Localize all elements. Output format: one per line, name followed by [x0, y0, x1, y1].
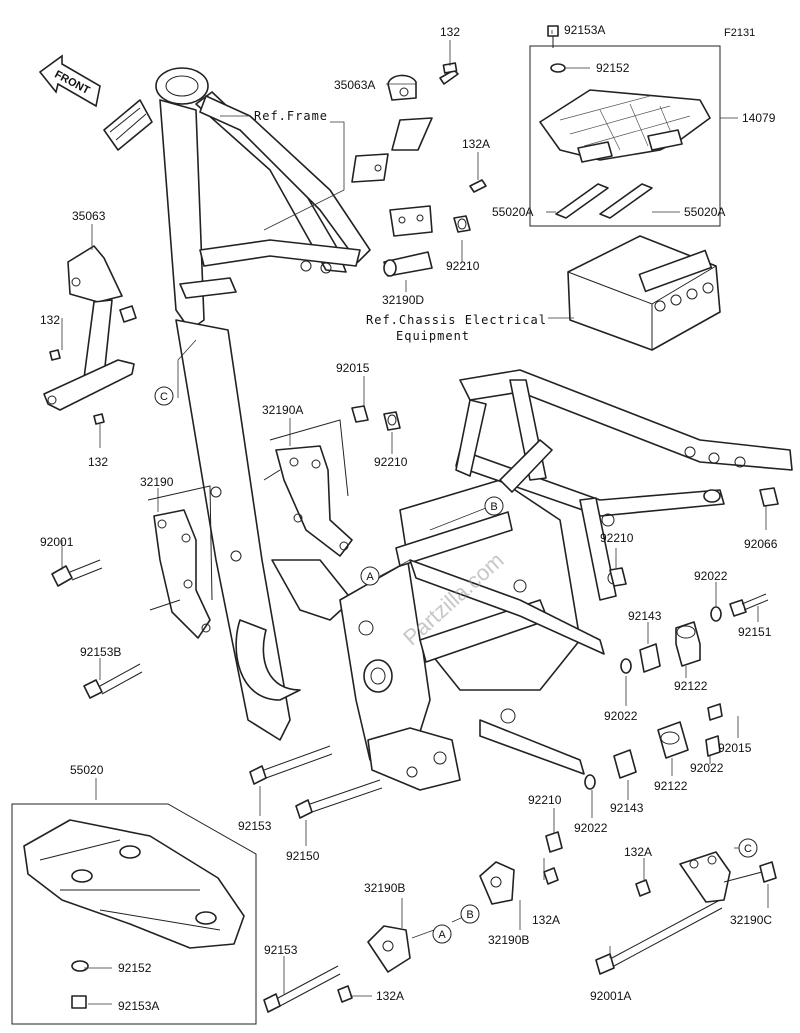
bracket-35063A	[351, 62, 459, 183]
part-label: 32190B	[364, 881, 405, 895]
part-label: 55020	[70, 763, 104, 777]
part-label: 92210	[528, 793, 562, 807]
battery-cover-14079	[529, 25, 721, 227]
marker-b-low: B	[460, 904, 480, 924]
part-label: 92153B	[80, 645, 121, 659]
bracket-32190D	[383, 179, 487, 277]
part-label: 32190C	[730, 913, 772, 927]
pads-55020A	[555, 183, 653, 219]
inset-55020	[11, 803, 257, 1025]
marker-c-low: C	[738, 838, 758, 858]
part-label: 132	[440, 25, 460, 39]
svg-text:A: A	[438, 929, 446, 941]
ref-frame-label: Ref.Frame	[254, 109, 328, 123]
part-label: 92153	[264, 943, 298, 957]
part-label: 132	[40, 313, 60, 327]
ref-chassis-label-2: Equipment	[396, 329, 470, 343]
part-label: 92122	[674, 679, 708, 693]
part-label: 92001A	[590, 989, 631, 1003]
main-frame	[103, 67, 793, 791]
bracket-32190	[51, 485, 213, 699]
part-label: 55020A	[492, 205, 533, 219]
marker-a-low: A	[432, 924, 452, 944]
marker-c-top: C	[154, 386, 174, 406]
part-label: 92153A	[118, 999, 159, 1013]
part-label: 55020A	[684, 205, 725, 219]
leader-lines	[61, 30, 769, 1005]
part-label: 92015	[336, 361, 370, 375]
part-label: 92210	[374, 455, 408, 469]
marker-b-mid: B	[484, 496, 504, 516]
part-label: 14079	[742, 111, 776, 125]
part-label: 132	[88, 455, 108, 469]
ref-chassis-label-1: Ref.Chassis Electrical	[366, 313, 547, 327]
marker-a-mid: A	[360, 566, 380, 586]
part-label: 92143	[628, 609, 662, 623]
part-label: 32190A	[262, 403, 303, 417]
svg-text:B: B	[490, 501, 497, 513]
part-label: 92001	[40, 535, 74, 549]
battery-ref	[567, 235, 721, 351]
part-label: 35063	[72, 209, 106, 223]
svg-text:A: A	[366, 571, 374, 583]
svg-text:B: B	[466, 909, 473, 921]
part-label: 92022	[604, 709, 638, 723]
part-label: 132A	[376, 989, 404, 1003]
part-label: 92210	[446, 259, 480, 273]
svg-text:C: C	[744, 843, 752, 855]
part-label: 92151	[738, 625, 772, 639]
part-label: 92066	[744, 537, 778, 551]
front-arrow-icon: FRONT	[38, 54, 101, 108]
long-bolts	[249, 745, 723, 1013]
part-label: 132A	[624, 845, 652, 859]
part-label: 92152	[596, 61, 630, 75]
part-label: 32190D	[382, 293, 424, 307]
part-label: 92210	[600, 531, 634, 545]
part-label: 132A	[462, 137, 490, 151]
part-label: 32190	[140, 475, 174, 489]
svg-text:C: C	[160, 391, 168, 403]
part-label: 92022	[694, 569, 728, 583]
part-label: 32190B	[488, 933, 529, 947]
figure-code: F2131	[724, 27, 755, 39]
bracket-32190C	[635, 851, 777, 903]
part-label: 92122	[654, 779, 688, 793]
bracket-32190B-lower	[337, 831, 563, 1003]
part-label: 92022	[574, 821, 608, 835]
bracket-32190A	[263, 405, 401, 557]
part-labels: 132 35063A 92153A 92152 14079 132A 55020…	[40, 23, 778, 1013]
part-label: 92143	[610, 801, 644, 815]
part-label: 92150	[286, 849, 320, 863]
part-label: 92022	[690, 761, 724, 775]
bracket-35063	[43, 245, 137, 425]
part-label: 132A	[532, 913, 560, 927]
part-label: 92153	[238, 819, 272, 833]
part-label: 92015	[718, 741, 752, 755]
right-fasteners	[584, 487, 779, 790]
part-label: 35063A	[334, 78, 375, 92]
part-label: 92153A	[564, 23, 605, 37]
part-label: 92152	[118, 961, 152, 975]
